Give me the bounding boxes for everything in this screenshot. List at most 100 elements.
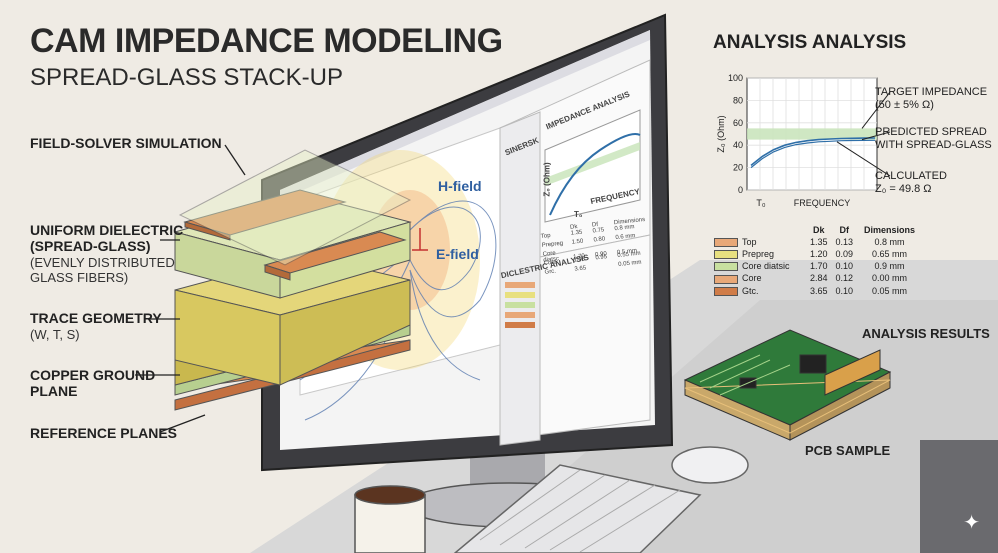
- page-title: CAM IMPEDANCE MODELING: [30, 22, 503, 60]
- calculated-label: CALCULATED: [875, 170, 947, 182]
- mini-table-cell: 1.98: [573, 256, 586, 264]
- side-panel: [499, 111, 541, 446]
- calculated-value: Z₀ = 49.8 Ω: [875, 183, 932, 195]
- chart-ylabel: Z₀ (Ohm): [716, 115, 726, 152]
- layer-dk: 1.70: [809, 261, 828, 272]
- layer-dimensions: 0.65 mm: [871, 249, 907, 260]
- chart-ytick-label: 20: [733, 163, 743, 173]
- layer-df: 0.09: [835, 249, 853, 260]
- chart-ytick-label: 40: [733, 140, 743, 150]
- stackup: [173, 149, 412, 411]
- label-e-field: E-field: [436, 246, 479, 262]
- chart-xlabel: FREQUENCY: [794, 198, 851, 208]
- label-spread-glass: (SPREAD-GLASS): [30, 238, 151, 254]
- layer-name: Gtc.: [742, 285, 759, 296]
- stackup-table-header-cell: Dimensions: [863, 225, 915, 235]
- chart-target-band: [747, 128, 877, 140]
- chart-series-line-2: [750, 139, 876, 169]
- predicted-spread-sub: WITH SPREAD-GLASS: [875, 139, 992, 151]
- sparkle-icon: ✦: [963, 512, 980, 534]
- chart-ytick-label: 100: [728, 73, 743, 83]
- label-trace-wts: (W, T, S): [30, 327, 80, 342]
- chart-leader-predicted: [861, 131, 891, 141]
- label-field-solver: FIELD-SOLVER SIMULATION: [30, 135, 222, 151]
- mini-table-cell: 0.80: [593, 236, 606, 244]
- keyboard-keys: [479, 469, 681, 553]
- layer-swatch: [714, 286, 738, 296]
- mini-table-cell: 1.35: [570, 229, 583, 237]
- label-trace-geometry: TRACE GEOMETRY: [30, 310, 162, 326]
- mini-table-swatches: [505, 282, 535, 328]
- layer-name-cell: Top: [712, 236, 806, 248]
- desk-leg: [920, 440, 998, 553]
- e-field-arrows: [412, 228, 428, 251]
- layer-df: 0.10: [835, 285, 853, 296]
- mini-table-cell: [597, 266, 619, 268]
- label-evenly-distributed: (EVENLY DISTRIBUTED: [30, 255, 175, 270]
- layer-dk: 1.20: [809, 249, 828, 260]
- analysis-results-label: ANALYSIS RESULTS: [862, 326, 990, 341]
- layer-dimensions: 0.9 mm: [874, 261, 905, 272]
- chart-leader-calculated: [836, 141, 891, 177]
- label-uniform-dielectric: UNIFORM DIELECTRIC: [30, 222, 184, 238]
- chart-ytick-label: 80: [733, 95, 743, 105]
- target-impedance-label: TARGET IMPEDANCE: [875, 86, 988, 98]
- mini-table-cell: 0.75: [592, 227, 605, 235]
- table-row: Core 2.84 0.12 0.00 mm: [712, 272, 922, 284]
- keyboard: [453, 464, 702, 553]
- layer-dk: 1.35: [809, 237, 828, 248]
- layer-df: 0.10: [835, 261, 853, 272]
- layer-name-cell: Core: [712, 272, 806, 284]
- layer-swatch: [714, 250, 738, 260]
- table-row: Prepreg 1.20 0.09 0.65 mm: [712, 248, 922, 260]
- chart-leader-target: [861, 91, 891, 129]
- mini-table-cell: 3.65: [574, 265, 587, 273]
- stackup-table-header: Dk Df Dimensions: [712, 224, 922, 236]
- leader-lines: [135, 144, 246, 433]
- chart-ytick-label: 60: [733, 118, 743, 128]
- label-copper-plane: PLANE: [30, 383, 78, 399]
- window-titlebar: [280, 30, 650, 200]
- label-reference-planes: REFERENCE PLANES: [30, 425, 178, 441]
- mouse: [671, 446, 749, 484]
- layer-name: Prepreg: [742, 249, 775, 260]
- stackup-table-header-cell: Dk: [813, 225, 825, 235]
- chart-series-line-1: [750, 137, 876, 167]
- chart-ytick-label: 0: [738, 185, 743, 195]
- page-subtitle: SPREAD-GLASS STACK-UP: [30, 64, 343, 91]
- analysis-title: ANALYSIS ANALYSIS: [713, 32, 907, 53]
- mini-table-cell: 0.95: [595, 254, 608, 262]
- table-row: Core diatsic 1.70 0.10 0.9 mm: [712, 260, 922, 272]
- screen-mini-t0: T₀: [574, 210, 583, 219]
- layer-name-cell: Prepreg: [712, 248, 806, 260]
- layer-dimensions: 0.8 mm: [874, 237, 905, 248]
- layer-dimensions: 0.05 mm: [871, 285, 907, 296]
- label-glass-fibers: GLASS FIBERS): [30, 270, 129, 285]
- label-h-field: H-field: [438, 178, 482, 194]
- table-row: Top 1.35 0.13 0.8 mm: [712, 236, 922, 248]
- layer-name-cell: Core diatsic: [712, 260, 806, 272]
- layer-dk: 2.84: [809, 273, 828, 284]
- layer-df: 0.13: [835, 237, 853, 248]
- layer-dk: 3.65: [809, 285, 828, 296]
- layer-name-cell: Gtc.: [712, 285, 806, 297]
- mini-table-cell: Top: [540, 232, 551, 240]
- target-impedance-range: (50 ± 5% Ω): [875, 99, 934, 111]
- layer-dimensions: 0.00 mm: [871, 273, 907, 284]
- stackup-table-header-cell: Df: [839, 225, 849, 235]
- layer-name: Core diatsic: [742, 261, 790, 272]
- layer-name: Top: [742, 237, 757, 247]
- label-copper-ground: COPPER GROUND: [30, 367, 156, 383]
- mini-chart-band: [545, 142, 640, 186]
- pcb-sample-label: PCB SAMPLE: [805, 443, 891, 458]
- layer-name: Core: [742, 273, 762, 284]
- stackup-table-header-cell: [712, 224, 806, 236]
- layer-swatch: [714, 274, 738, 284]
- layer-swatch: [714, 262, 738, 272]
- layer-df: 0.12: [835, 273, 853, 284]
- predicted-spread-label: PREDICTED SPREAD: [875, 126, 987, 138]
